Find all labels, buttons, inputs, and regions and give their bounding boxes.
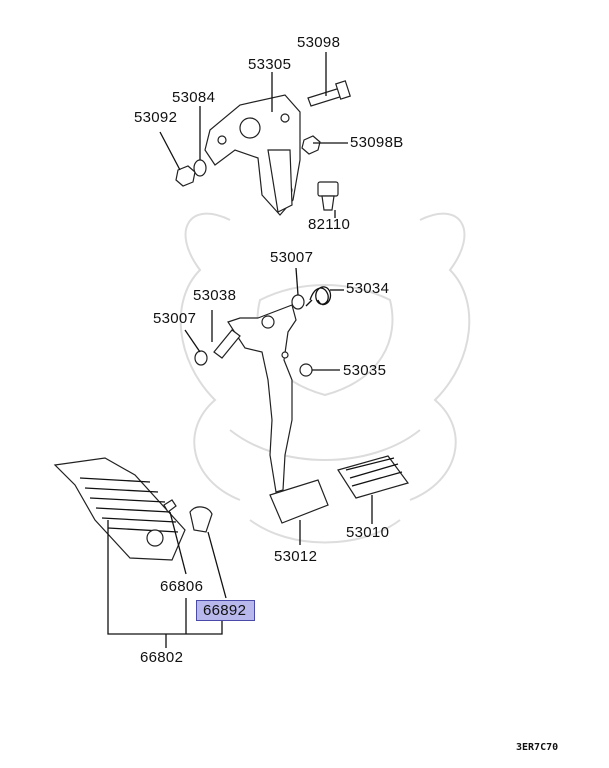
footrest-66802 xyxy=(53,457,186,561)
cap-66892 xyxy=(189,506,213,533)
bolt-53098 xyxy=(307,80,351,107)
pedal-pad-cover-53010 xyxy=(337,455,409,499)
label-66892-highlighted[interactable]: 66892 xyxy=(196,600,256,621)
label-53098b[interactable]: 53098B xyxy=(350,134,404,151)
bushing-53007-upper xyxy=(291,294,305,310)
spring-53034 xyxy=(305,286,332,307)
label-53098[interactable]: 53098 xyxy=(297,34,341,51)
label-66806[interactable]: 66806 xyxy=(160,578,204,595)
leader-lines xyxy=(107,52,373,648)
label-66802[interactable]: 66802 xyxy=(140,649,184,666)
watermark-emblem xyxy=(179,212,471,544)
label-53010[interactable]: 53010 xyxy=(346,524,390,541)
nut-53098b xyxy=(301,135,321,155)
label-53092[interactable]: 53092 xyxy=(134,109,178,126)
label-53034[interactable]: 53034 xyxy=(346,280,390,297)
nut-53092 xyxy=(175,165,196,187)
label-53038[interactable]: 53038 xyxy=(193,287,237,304)
label-53007-lower[interactable]: 53007 xyxy=(153,310,197,327)
bushing-53007-lower xyxy=(194,350,208,366)
pin-53038 xyxy=(213,329,241,359)
stopper-53035 xyxy=(299,363,313,377)
label-53012[interactable]: 53012 xyxy=(274,548,318,565)
pedal-pad-53012 xyxy=(269,479,329,524)
label-82110[interactable]: 82110 xyxy=(308,216,351,233)
brake-pedal-arm xyxy=(227,304,297,493)
label-53035[interactable]: 53035 xyxy=(343,362,387,379)
washer-53084 xyxy=(193,159,207,177)
label-53007-upper[interactable]: 53007 xyxy=(270,249,314,266)
screw-66806 xyxy=(163,499,177,513)
label-53305[interactable]: 53305 xyxy=(248,56,292,73)
label-53084[interactable]: 53084 xyxy=(172,89,216,106)
pedal-bracket xyxy=(204,94,301,216)
diagram-code: 3ER7C70 xyxy=(516,742,559,753)
switch-82110 xyxy=(317,181,339,211)
